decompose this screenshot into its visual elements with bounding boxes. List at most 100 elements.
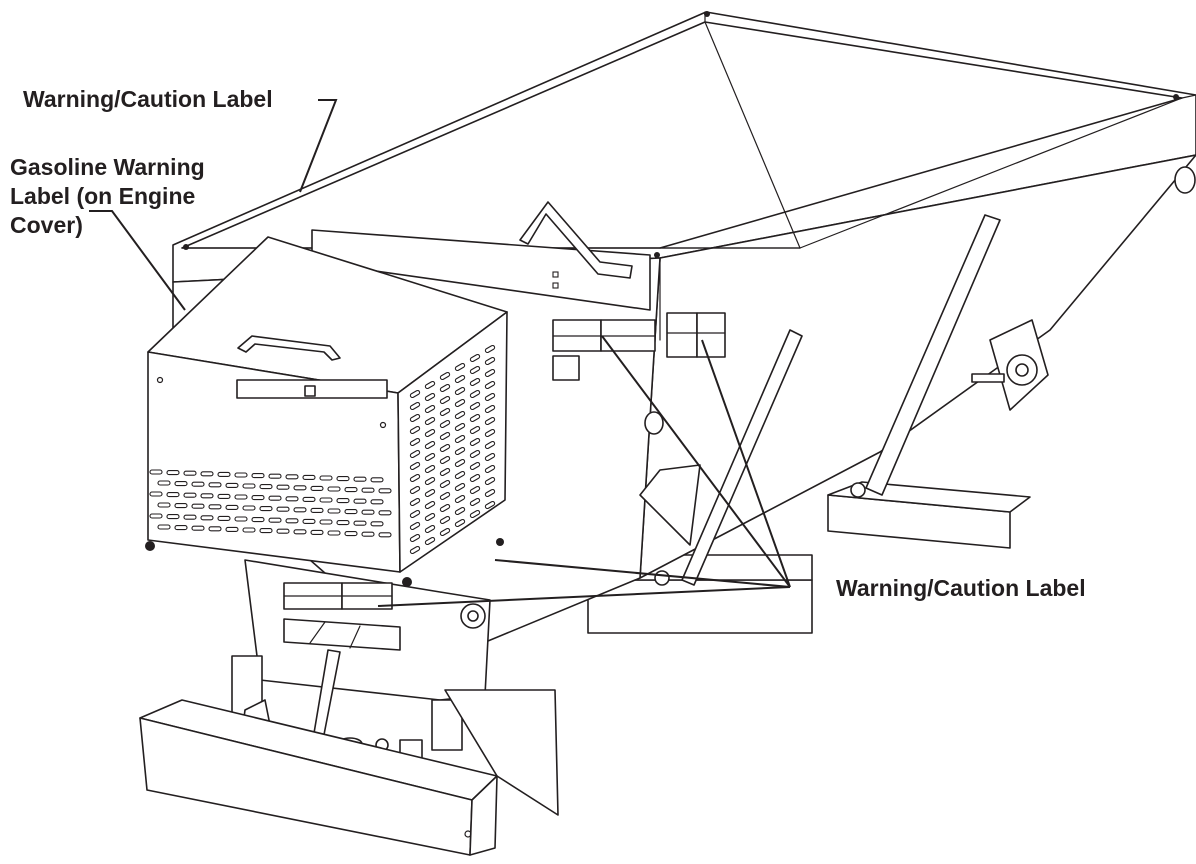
vent-slot <box>484 440 496 450</box>
vent-slot <box>484 452 496 462</box>
vent-slot <box>424 428 436 438</box>
vent-slot <box>268 495 282 501</box>
vent-slot <box>234 472 248 478</box>
vent-slot <box>344 531 358 537</box>
vent-slot <box>217 515 231 521</box>
vent-slot <box>157 524 171 530</box>
vent-slot <box>174 503 188 509</box>
vent-slot <box>276 528 290 534</box>
vent-slot <box>174 525 188 531</box>
vent-slot <box>242 483 256 489</box>
vent-slot <box>409 521 421 531</box>
vent-slot <box>149 469 163 475</box>
vent-slot <box>484 500 496 510</box>
vent-slot <box>439 431 451 441</box>
vent-slot <box>424 524 436 534</box>
vent-slot <box>454 434 466 444</box>
vent-slot <box>439 419 451 429</box>
vent-slot <box>409 533 421 543</box>
vent-slot <box>242 505 256 511</box>
vent-slot <box>234 494 248 500</box>
vent-slot <box>191 503 205 509</box>
warning-caution-label-callout-right: Warning/Caution Label <box>836 574 1086 603</box>
vent-slot <box>469 389 481 399</box>
callout-text: Warning/Caution Label <box>23 86 273 112</box>
vent-slot <box>166 514 180 520</box>
vent-slot <box>424 416 436 426</box>
vent-slot <box>469 497 481 507</box>
vent-slot <box>149 513 163 519</box>
vent-slot <box>200 515 214 521</box>
vent-slot <box>469 425 481 435</box>
vent-slot <box>454 458 466 468</box>
vent-slot <box>225 504 239 510</box>
vent-slot <box>285 518 299 524</box>
vent-slot <box>424 464 436 474</box>
vent-slot <box>424 380 436 390</box>
vent-slot <box>361 531 375 537</box>
vent-slot <box>484 416 496 426</box>
vent-slot <box>484 428 496 438</box>
vent-slot <box>409 473 421 483</box>
vent-slot <box>336 520 350 526</box>
vent-slot <box>353 498 367 504</box>
vent-slot <box>439 479 451 489</box>
vent-slot <box>370 499 384 505</box>
engine-cover-front-vents <box>149 469 392 538</box>
vent-slot <box>225 526 239 532</box>
vent-slot <box>424 476 436 486</box>
vent-slot <box>225 482 239 488</box>
callout-line-1: Gasoline Warning <box>10 154 205 180</box>
vent-slot <box>484 476 496 486</box>
engine-cover-side-vents <box>409 344 496 555</box>
vent-slot <box>424 488 436 498</box>
vent-slot <box>439 455 451 465</box>
vent-slot <box>409 545 421 555</box>
vent-slot <box>276 484 290 490</box>
vent-slot <box>157 480 171 486</box>
vent-slot <box>454 506 466 516</box>
vent-slot <box>319 497 333 503</box>
vent-slot <box>242 527 256 533</box>
vent-slot <box>409 389 421 399</box>
vent-slot <box>409 449 421 459</box>
vent-slot <box>310 485 324 491</box>
vent-slot <box>183 492 197 498</box>
vent-slot <box>268 473 282 479</box>
vent-slot <box>259 506 273 512</box>
vent-slot <box>454 410 466 420</box>
callout-line-2: Label (on Engine <box>10 183 196 209</box>
vent-slot <box>484 344 496 354</box>
vent-slot <box>409 425 421 435</box>
vent-slot <box>310 529 324 535</box>
vent-slot <box>439 527 451 537</box>
vent-slot <box>424 500 436 510</box>
vent-slot <box>293 507 307 513</box>
vent-slot <box>302 496 316 502</box>
vent-slot <box>370 477 384 483</box>
right-label-leader-3 <box>377 586 791 607</box>
vent-slot <box>336 498 350 504</box>
vent-slot <box>454 446 466 456</box>
vent-slot <box>409 509 421 519</box>
vent-slot <box>439 491 451 501</box>
vent-slot <box>469 509 481 519</box>
vent-slot <box>424 404 436 414</box>
vent-slot <box>409 485 421 495</box>
callout-text: Warning/Caution Label <box>836 575 1086 601</box>
vent-slot <box>424 512 436 522</box>
vent-slot <box>370 521 384 527</box>
bearing-assembly <box>971 319 1049 411</box>
vent-slot <box>208 526 222 532</box>
vent-slot <box>200 493 214 499</box>
vent-slot <box>469 485 481 495</box>
hopper-warning-labels <box>552 312 726 381</box>
vent-slot <box>454 494 466 504</box>
vent-slot <box>439 443 451 453</box>
vent-slot <box>319 519 333 525</box>
vent-slot <box>484 380 496 390</box>
right-label-leader-2 <box>701 339 791 588</box>
vent-slot <box>310 507 324 513</box>
top-label-leader <box>299 99 338 193</box>
